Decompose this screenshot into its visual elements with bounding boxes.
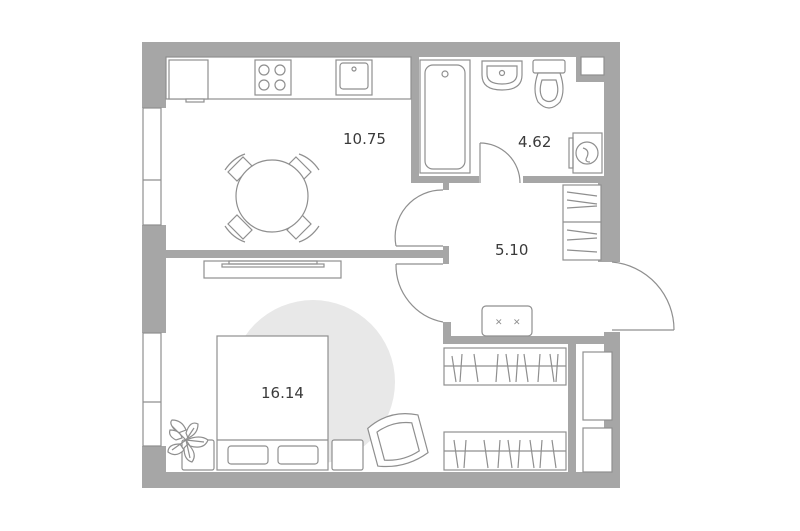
stove-icon: [254, 59, 292, 96]
bathroom-furniture: [419, 59, 603, 174]
bathroom-area-label: 4.62: [518, 133, 551, 151]
hall-area-label: 5.10: [495, 241, 528, 259]
bedroom-area-label: 16.14: [261, 384, 304, 402]
dining-table-icon: [224, 153, 320, 243]
svg-text:✕: ✕: [513, 318, 521, 328]
svg-text:✕: ✕: [495, 318, 503, 328]
kitchen-sink-icon: [335, 59, 373, 96]
bench-icon: [481, 305, 533, 337]
armchair-icon: [367, 413, 429, 468]
toilet-icon: [532, 59, 566, 74]
windows: [142, 56, 613, 473]
bathtub-icon: [419, 59, 471, 174]
kitchen-furniture: [165, 56, 412, 243]
plant-icon: [167, 419, 209, 463]
bedroom-furniture: [167, 260, 429, 471]
wardrobes: [443, 347, 567, 471]
hall-furniture: ✕ ✕: [481, 184, 602, 337]
kitchen-area-label: 10.75: [343, 130, 386, 148]
doors: [394, 142, 675, 331]
nightstand-right-icon: [331, 439, 364, 471]
walls: [142, 42, 620, 488]
